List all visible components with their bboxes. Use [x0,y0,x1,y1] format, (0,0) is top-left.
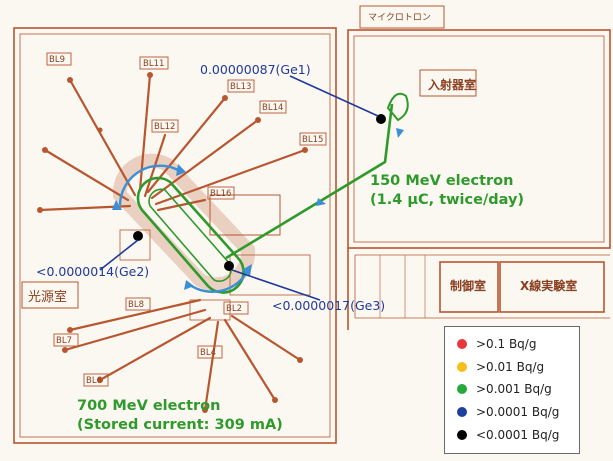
ge2-value-label: <0.0000014(Ge2) [36,264,150,279]
legend-dot [457,407,467,418]
svg-text:BL7: BL7 [56,336,72,346]
legend-label: >0.0001 Bq/g [476,405,560,420]
legend-item: <0.0001 Bq/g [457,423,579,446]
xray-room-wall [499,261,605,313]
injector-line2: (1.4 μC, twice/day) [370,192,525,208]
transport-line [225,103,394,260]
control-room-wall [439,261,499,313]
legend-item: >0.01 Bq/g [457,356,579,379]
upper-arc-arrow [118,164,179,206]
svg-text:BL8: BL8 [128,300,144,310]
svg-text:BL6: BL6 [86,376,102,386]
ge1-value-label: 0.00000087(Ge1) [200,62,311,77]
svg-text:BL9: BL9 [49,55,65,65]
injector-line1: 150 MeV electron [370,173,514,189]
lower-arc-arrow [189,269,250,293]
injector-building-inner-wall [353,35,605,243]
light-source-hall-wall [13,27,337,444]
activity-legend: >0.1 Bq/g >0.01 Bq/g >0.001 Bq/g >0.0001 Bq… [444,326,580,454]
svg-text:BL2: BL2 [226,304,242,314]
measurement-point-ge2 [133,231,143,241]
ring-line1: 700 MeV electron [77,398,221,414]
storage-ring-beam-path [136,176,245,294]
legend-item: >0.1 Bq/g [457,333,579,356]
measurement-point-ge1 [376,114,386,124]
svg-text:BL15: BL15 [302,135,323,145]
ge3-value-label: <0.0000017(Ge3) [272,298,386,313]
injector-room-label: 入射器室 [428,78,477,92]
ring-electron-label: 700 MeV electron (Stored current: 309 mA… [77,397,283,435]
legend-label: >0.01 Bq/g [476,359,545,374]
microtron-label: マイクロトロン [368,13,431,23]
ring-line2: (Stored current: 309 mA) [77,417,283,433]
light-source-room-label: 光源室 [28,290,68,305]
legend-dot [457,361,467,372]
microtron-loop [386,92,409,122]
injector-electron-label: 150 MeV electron (1.4 μC, twice/day) [370,172,524,210]
svg-text:BL11: BL11 [143,59,164,69]
measurement-point-ge3 [224,261,234,271]
legend-dot [457,429,467,440]
control-room-label: 制御室 [450,279,487,293]
svg-text:BL16: BL16 [210,189,231,199]
hall-inner-wall [19,33,331,438]
svg-text:BL14: BL14 [262,103,283,113]
injector-building-wall [347,29,611,249]
legend-label: >0.1 Bq/g [476,337,537,352]
svg-text:BL12: BL12 [154,122,175,132]
svg-text:BL13: BL13 [230,82,251,92]
svg-text:BL4: BL4 [200,348,216,358]
legend-label: <0.0001 Bq/g [476,427,560,442]
legend-item: >0.001 Bq/g [457,378,579,401]
xray-room-label: X線実験室 [520,279,578,293]
legend-dot [457,339,467,350]
legend-label: >0.001 Bq/g [476,382,552,397]
legend-item: >0.0001 Bq/g [457,401,579,424]
legend-dot [457,384,467,395]
